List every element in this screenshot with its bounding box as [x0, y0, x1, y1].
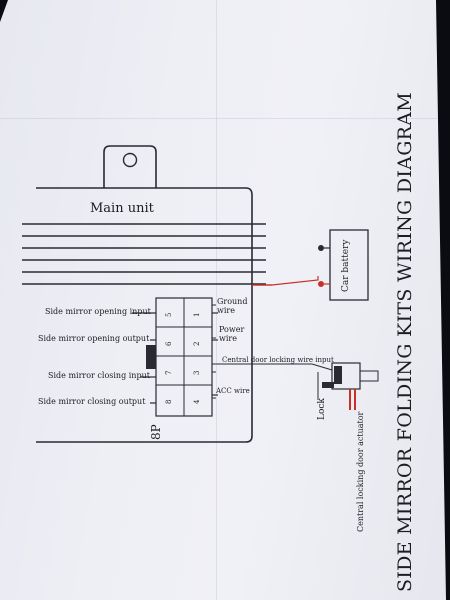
pin-label: 3 — [193, 370, 201, 375]
acc-wire-label: ACC wire — [216, 387, 250, 395]
side-mirror-closing-input-label: Side mirror closing input — [48, 371, 150, 380]
pin-label: 7 — [165, 370, 173, 375]
connector-label: 8P — [149, 424, 163, 440]
side-mirror-closing-output-label: Side mirror closing output — [38, 397, 146, 406]
ground-wire-label: Ground wire — [217, 297, 248, 315]
paper-crease — [0, 118, 446, 119]
power-wire-label: Power wire — [219, 325, 245, 343]
side-mirror-opening-output-label: Side mirror opening output — [38, 334, 150, 343]
actuator-label: Central locking door actuator — [356, 411, 365, 532]
main-unit-label: Main unit — [90, 201, 154, 216]
paper-crease — [216, 0, 217, 600]
central-door-locking-label: Central door locking wire input — [222, 356, 334, 364]
lock-label: Lock — [317, 398, 327, 420]
pin-label: 8 — [165, 399, 173, 404]
pin-label: 1 — [193, 312, 201, 317]
car-battery-label: Car battery — [341, 239, 351, 293]
side-mirror-opening-input-label: Side mirror opening input — [45, 307, 151, 316]
pin-label: 4 — [193, 399, 201, 404]
pin-label: 2 — [193, 341, 201, 346]
pin-label: 6 — [165, 341, 173, 346]
pin-label: 5 — [165, 312, 173, 317]
